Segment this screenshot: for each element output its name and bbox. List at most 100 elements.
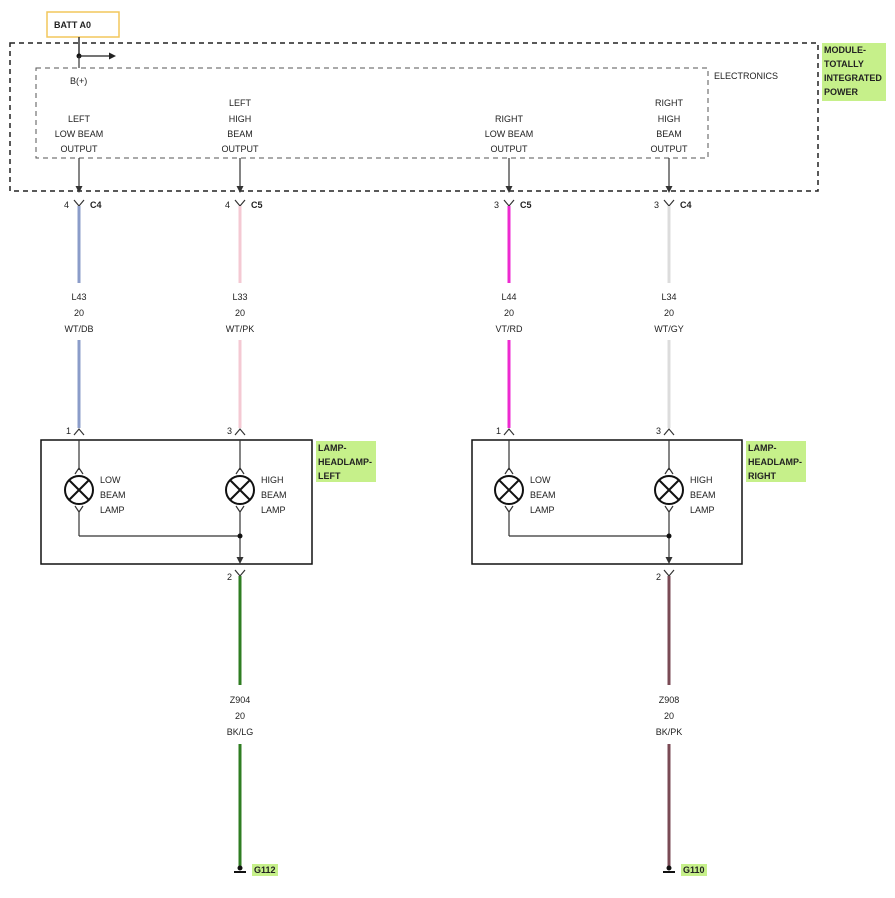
ground-label-highlight: [252, 864, 278, 876]
wire-circuit: L33: [232, 292, 247, 302]
lamp-label-line: HIGH: [690, 475, 713, 485]
splice-dot: [237, 533, 243, 539]
output-stems: [78, 158, 670, 189]
arrow-head: [236, 186, 244, 193]
lamp-pin: 2: [656, 572, 661, 582]
left-lamp-name-highlight: [316, 441, 376, 482]
right-headlamp-box: [471, 439, 743, 565]
lamp-label-line: LOW: [530, 475, 551, 485]
connector-pin: 4: [64, 200, 69, 210]
connector-id: C5: [251, 200, 263, 210]
connector-id: C5: [520, 200, 532, 210]
wire-circuit: Z904: [230, 695, 251, 705]
wire-circuit: L34: [661, 292, 676, 302]
output-label-line: OUTPUT: [651, 144, 689, 154]
wire-circuit: L44: [501, 292, 516, 302]
connector-pin: 3: [494, 200, 499, 210]
lamp-bulb-icon: [64, 475, 94, 505]
lamp-label-line: LAMP: [261, 505, 286, 515]
module-outline: [9, 42, 819, 192]
wire-circuit: Z908: [659, 695, 680, 705]
module-name-line: POWER: [824, 87, 859, 97]
wire-gauge: 20: [74, 308, 84, 318]
ground-icon: [663, 865, 675, 873]
ground-label: G112: [254, 865, 276, 875]
batt-arrow-head: [109, 52, 116, 60]
arrow-head: [236, 557, 244, 564]
electronics-label: ELECTRONICS: [714, 71, 778, 81]
lamp-label-line: BEAM: [690, 490, 716, 500]
connector-symbol: [73, 199, 85, 207]
batt-label-box: [46, 11, 120, 38]
ground-icon: [234, 865, 246, 873]
wire-gauge: 20: [664, 711, 674, 721]
output-label-line: BEAM: [656, 129, 682, 139]
arrow-head: [665, 186, 673, 193]
wire-color-code: BK/PK: [656, 727, 683, 737]
ground-label: G110: [683, 865, 705, 875]
lamp-label-line: LAMP: [690, 505, 715, 515]
lamp-label-line: LOW: [100, 475, 121, 485]
lamp-bulb-icon: [225, 475, 255, 505]
lamp-label-line: LAMP: [100, 505, 125, 515]
left-lamp-name-line: LEFT: [318, 471, 341, 481]
arrow-head: [75, 186, 83, 193]
output-label-line: HIGH: [229, 114, 252, 124]
lamp-label-line: BEAM: [100, 490, 126, 500]
arrow-head: [665, 557, 673, 564]
output-label-line: LOW BEAM: [485, 129, 534, 139]
lamp-label-line: HIGH: [261, 475, 284, 485]
output-label-line: RIGHT: [495, 114, 524, 124]
connector-id: C4: [90, 200, 102, 210]
right-lamp-name-line: LAMP-: [748, 443, 777, 453]
output-label-line: BEAM: [227, 129, 253, 139]
supply-label: B(+): [70, 76, 87, 86]
lamp-label-line: BEAM: [530, 490, 556, 500]
module-connectors: [73, 199, 675, 207]
right-lamp-name-highlight: [746, 441, 806, 482]
wire-gauge: 20: [664, 308, 674, 318]
connector-symbol: [503, 199, 515, 207]
wire-circuit: L43: [71, 292, 86, 302]
lamp-bulb-icon: [654, 475, 684, 505]
wire-color-code: WT/PK: [226, 324, 255, 334]
output-label-line: OUTPUT: [222, 144, 260, 154]
output-label-line: OUTPUT: [491, 144, 529, 154]
batt-label: BATT A0: [54, 20, 91, 30]
lamp-pin: 3: [656, 426, 661, 436]
module-name-highlight: [822, 43, 886, 101]
lamp-pin: 2: [227, 572, 232, 582]
ground-label-highlight: [681, 864, 707, 876]
left-lamp-name-line: LAMP-: [318, 443, 347, 453]
arrow-head: [505, 186, 513, 193]
connector-pin: 4: [225, 200, 230, 210]
output-label-line: RIGHT: [655, 98, 684, 108]
module-name-line: MODULE-: [824, 45, 866, 55]
right-lamp-name-line: HEADLAMP-: [748, 457, 802, 467]
right-lamp-internal-wiring: [503, 428, 675, 577]
output-label-line: LEFT: [68, 114, 91, 124]
wire-gauge: 20: [504, 308, 514, 318]
wire-color-code: WT/GY: [654, 324, 684, 334]
connector-symbol: [234, 199, 246, 207]
output-label-line: HIGH: [658, 114, 681, 124]
output-arrowheads: [75, 186, 673, 193]
module-name-line: TOTALLY: [824, 59, 864, 69]
output-label-line: LEFT: [229, 98, 252, 108]
lamp-bulb-icon: [494, 475, 524, 505]
module-name-line: INTEGRATED: [824, 73, 882, 83]
connector-id: C4: [680, 200, 692, 210]
output-label-line: LOW BEAM: [55, 129, 104, 139]
wire-gauge: 20: [235, 308, 245, 318]
left-headlamp-box: [40, 439, 313, 565]
lamp-pin: 1: [66, 426, 71, 436]
wire-color-code: WT/DB: [65, 324, 94, 334]
wire-color-code: BK/LG: [227, 727, 254, 737]
electronics-outline: [35, 67, 709, 159]
connector-symbol: [663, 199, 675, 207]
connector-pin: 3: [654, 200, 659, 210]
left-lamp-internal-wiring: [73, 428, 246, 577]
lamp-label-line: LAMP: [530, 505, 555, 515]
output-label-line: OUTPUT: [61, 144, 99, 154]
